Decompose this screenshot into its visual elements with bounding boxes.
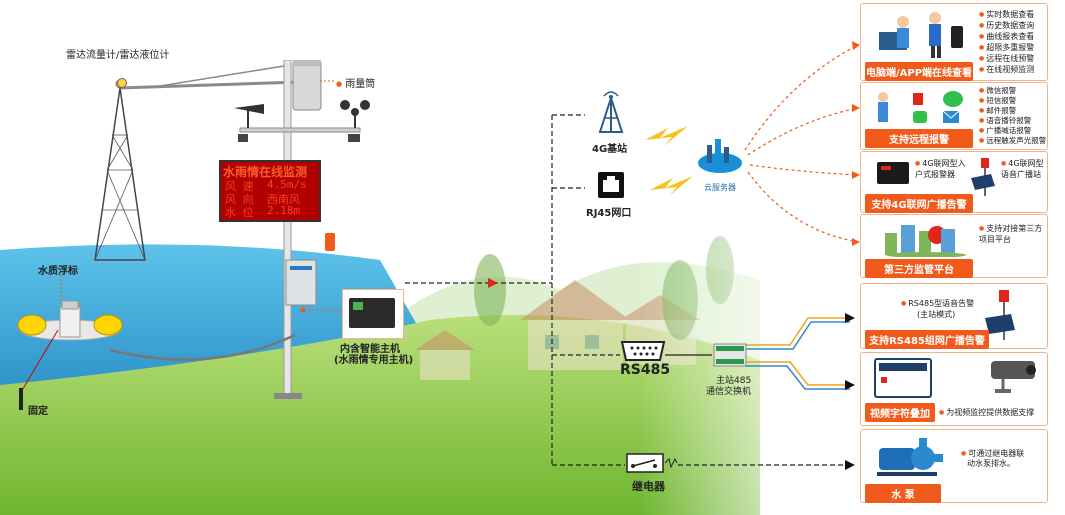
card-4g-item1: 4G联网型入户式报警器 — [915, 158, 969, 180]
water-pump-icon — [877, 438, 943, 476]
card-pump: 水 泵 可通过继电器联 动水泵排水。 — [860, 429, 1048, 503]
list-item: 超限多重报警 — [979, 42, 1034, 53]
base-station-label: 4G基站 — [592, 144, 628, 155]
card-video-title: 视频字符叠加 — [865, 403, 935, 422]
list-item: 可通过继电器联 — [961, 448, 1024, 459]
4g-alarm-device-icon — [877, 162, 909, 184]
host-label-line1: 内含智能主机 — [340, 344, 400, 355]
rs485-label: RS485 — [620, 362, 671, 378]
water-quality-buoy — [17, 300, 123, 341]
list-item: 远程在线预警 — [979, 53, 1034, 64]
list-item: 曲线报表查看 — [979, 31, 1034, 42]
rain-gauge-label-text: 雨量筒 — [345, 79, 376, 90]
list-item: 历史数据查询 — [979, 20, 1034, 31]
card-video: 视频字符叠加 为视频监控提供数据支撑 — [860, 352, 1048, 426]
card-pc-app: 电脑端/APP端在线查看 实时数据查看 历史数据查询 曲线报表查看 超限多重报警… — [860, 3, 1048, 81]
video-overlay-device-icon — [874, 358, 932, 398]
radar-tower — [94, 64, 301, 261]
list-item: 4G联网型入户式报警器 — [915, 158, 969, 180]
led-row-wind-speed-value: 4.5m/s — [267, 178, 307, 191]
card-4g-broadcast: 4G联网型入户式报警器 4G联网型语音广播站 支持4G联网广播告警 — [860, 151, 1048, 213]
list-item: 邮件报警 — [979, 106, 1046, 116]
card-third-party-title: 第三方监管平台 — [865, 259, 973, 278]
list-item: 语音播铃报警 — [979, 116, 1046, 126]
led-row-wind-dir-value: 西南风 — [267, 193, 300, 206]
alarm-channels-icon — [878, 91, 963, 123]
rain-gauge-label: ● 雨量筒 — [336, 75, 375, 90]
rs485-broadcast-station-icon — [985, 290, 1015, 340]
list-item: 广播喊话报警 — [979, 126, 1046, 136]
card-pump-subline: 动水泵排水。 — [967, 459, 1015, 468]
list-item: 为视频监控提供数据支撑 — [939, 407, 1034, 418]
card-rs485-subline: (主站模式) — [917, 310, 956, 319]
led-row-water-level-value: 2.18m — [267, 204, 301, 217]
card-remote-alarm: 支持远程报警 微信报警 短信报警 邮件报警 语音播铃报警 广播喊话报警 远程触发… — [860, 82, 1048, 150]
list-item: 短信报警 — [979, 96, 1046, 106]
cloud-server-icon — [698, 139, 742, 173]
radar-label: 雷达流量计/雷达液位计 — [66, 50, 170, 61]
list-item: 实时数据查看 — [979, 9, 1034, 20]
relay-icon — [626, 453, 678, 473]
anchor-leader — [19, 330, 59, 410]
card-rs485-broadcast-title: 支持RS485组网广播告警 — [865, 330, 989, 349]
led-row-wind-dir-key: 风 向 — [225, 193, 254, 206]
card-video-list: 为视频监控提供数据支撑 — [939, 407, 1034, 418]
led-row-wind-speed-key: 风 速 — [225, 180, 254, 193]
radar-sensor-icon — [117, 78, 127, 88]
card-remote-alarm-list: 微信报警 短信报警 邮件报警 语音播铃报警 广播喊话报警 远程触发声光报警 — [979, 86, 1046, 146]
buoy-label: 水质浮标 — [38, 266, 78, 277]
host-image — [342, 289, 404, 339]
card-pump-list: 可通过继电器联 — [961, 448, 1024, 459]
switch-label-line1: 主站485 — [716, 376, 752, 386]
list-item: 在线视频监测 — [979, 64, 1034, 75]
list-item: 微信报警 — [979, 86, 1046, 96]
rj45-label: RJ45网口 — [586, 208, 632, 219]
card-pc-app-title: 电脑端/APP端在线查看 — [865, 62, 973, 81]
card-rs485-list: RS485型语音告警 — [901, 298, 974, 309]
led-row-water-level-key: 水 位 — [225, 206, 254, 219]
card-remote-alarm-title: 支持远程报警 — [865, 129, 973, 148]
4g-antenna-icon — [325, 233, 335, 251]
host-leader-line — [300, 307, 344, 313]
fixed-label: 固定 — [28, 406, 48, 417]
rs485-switch-icon — [713, 343, 747, 367]
camera-icon — [991, 361, 1036, 393]
rain-gauge-dot-icon: ● — [336, 80, 343, 88]
list-item: 支持对接第三方项目平台 — [979, 223, 1045, 245]
card-pc-app-list: 实时数据查看 历史数据查询 曲线报表查看 超限多重报警 远程在线预警 在线视频监… — [979, 9, 1034, 75]
card-pump-title: 水 泵 — [865, 484, 941, 503]
list-item: 远程触发声光报警 — [979, 136, 1046, 146]
card-4g-item2: 4G联网型语音广播站 — [1001, 158, 1045, 180]
led-title: 水雨情在线监测 — [223, 165, 308, 179]
card-rs485-broadcast: RS485型语音告警 (主站模式) 支持RS485组网广播告警 — [860, 283, 1048, 349]
city-platform-icon — [885, 225, 966, 257]
rj45-port-icon — [598, 172, 624, 198]
rain-gauge-leader — [320, 80, 336, 82]
host-label-line2: (水雨情专用主机) — [334, 355, 414, 366]
cloud-label: 云服务器 — [704, 183, 736, 192]
card-third-party-list: 支持对接第三方项目平台 — [979, 223, 1045, 245]
base-station-tower-icon — [598, 91, 624, 133]
people-using-devices-icon — [879, 12, 963, 58]
buoy-leader — [60, 275, 62, 303]
card-third-party: 支持对接第三方项目平台 第三方监管平台 — [860, 214, 1048, 278]
card-4g-broadcast-title: 支持4G联网广播告警 — [865, 194, 973, 213]
buoy-cable — [110, 333, 296, 361]
led-display-board: 水雨情在线监测 风 速 4.5m/s 风 向 西南风 水 位 2.18m — [219, 160, 321, 222]
monitoring-pole — [234, 60, 370, 399]
relay-label: 继电器 — [632, 480, 665, 493]
solar-broadcast-station-icon — [971, 158, 995, 196]
list-item: RS485型语音告警 — [901, 298, 974, 309]
rs485-port-icon — [620, 341, 666, 361]
list-item: 4G联网型语音广播站 — [1001, 158, 1045, 180]
switch-label-line2: 通信交换机 — [706, 387, 752, 397]
